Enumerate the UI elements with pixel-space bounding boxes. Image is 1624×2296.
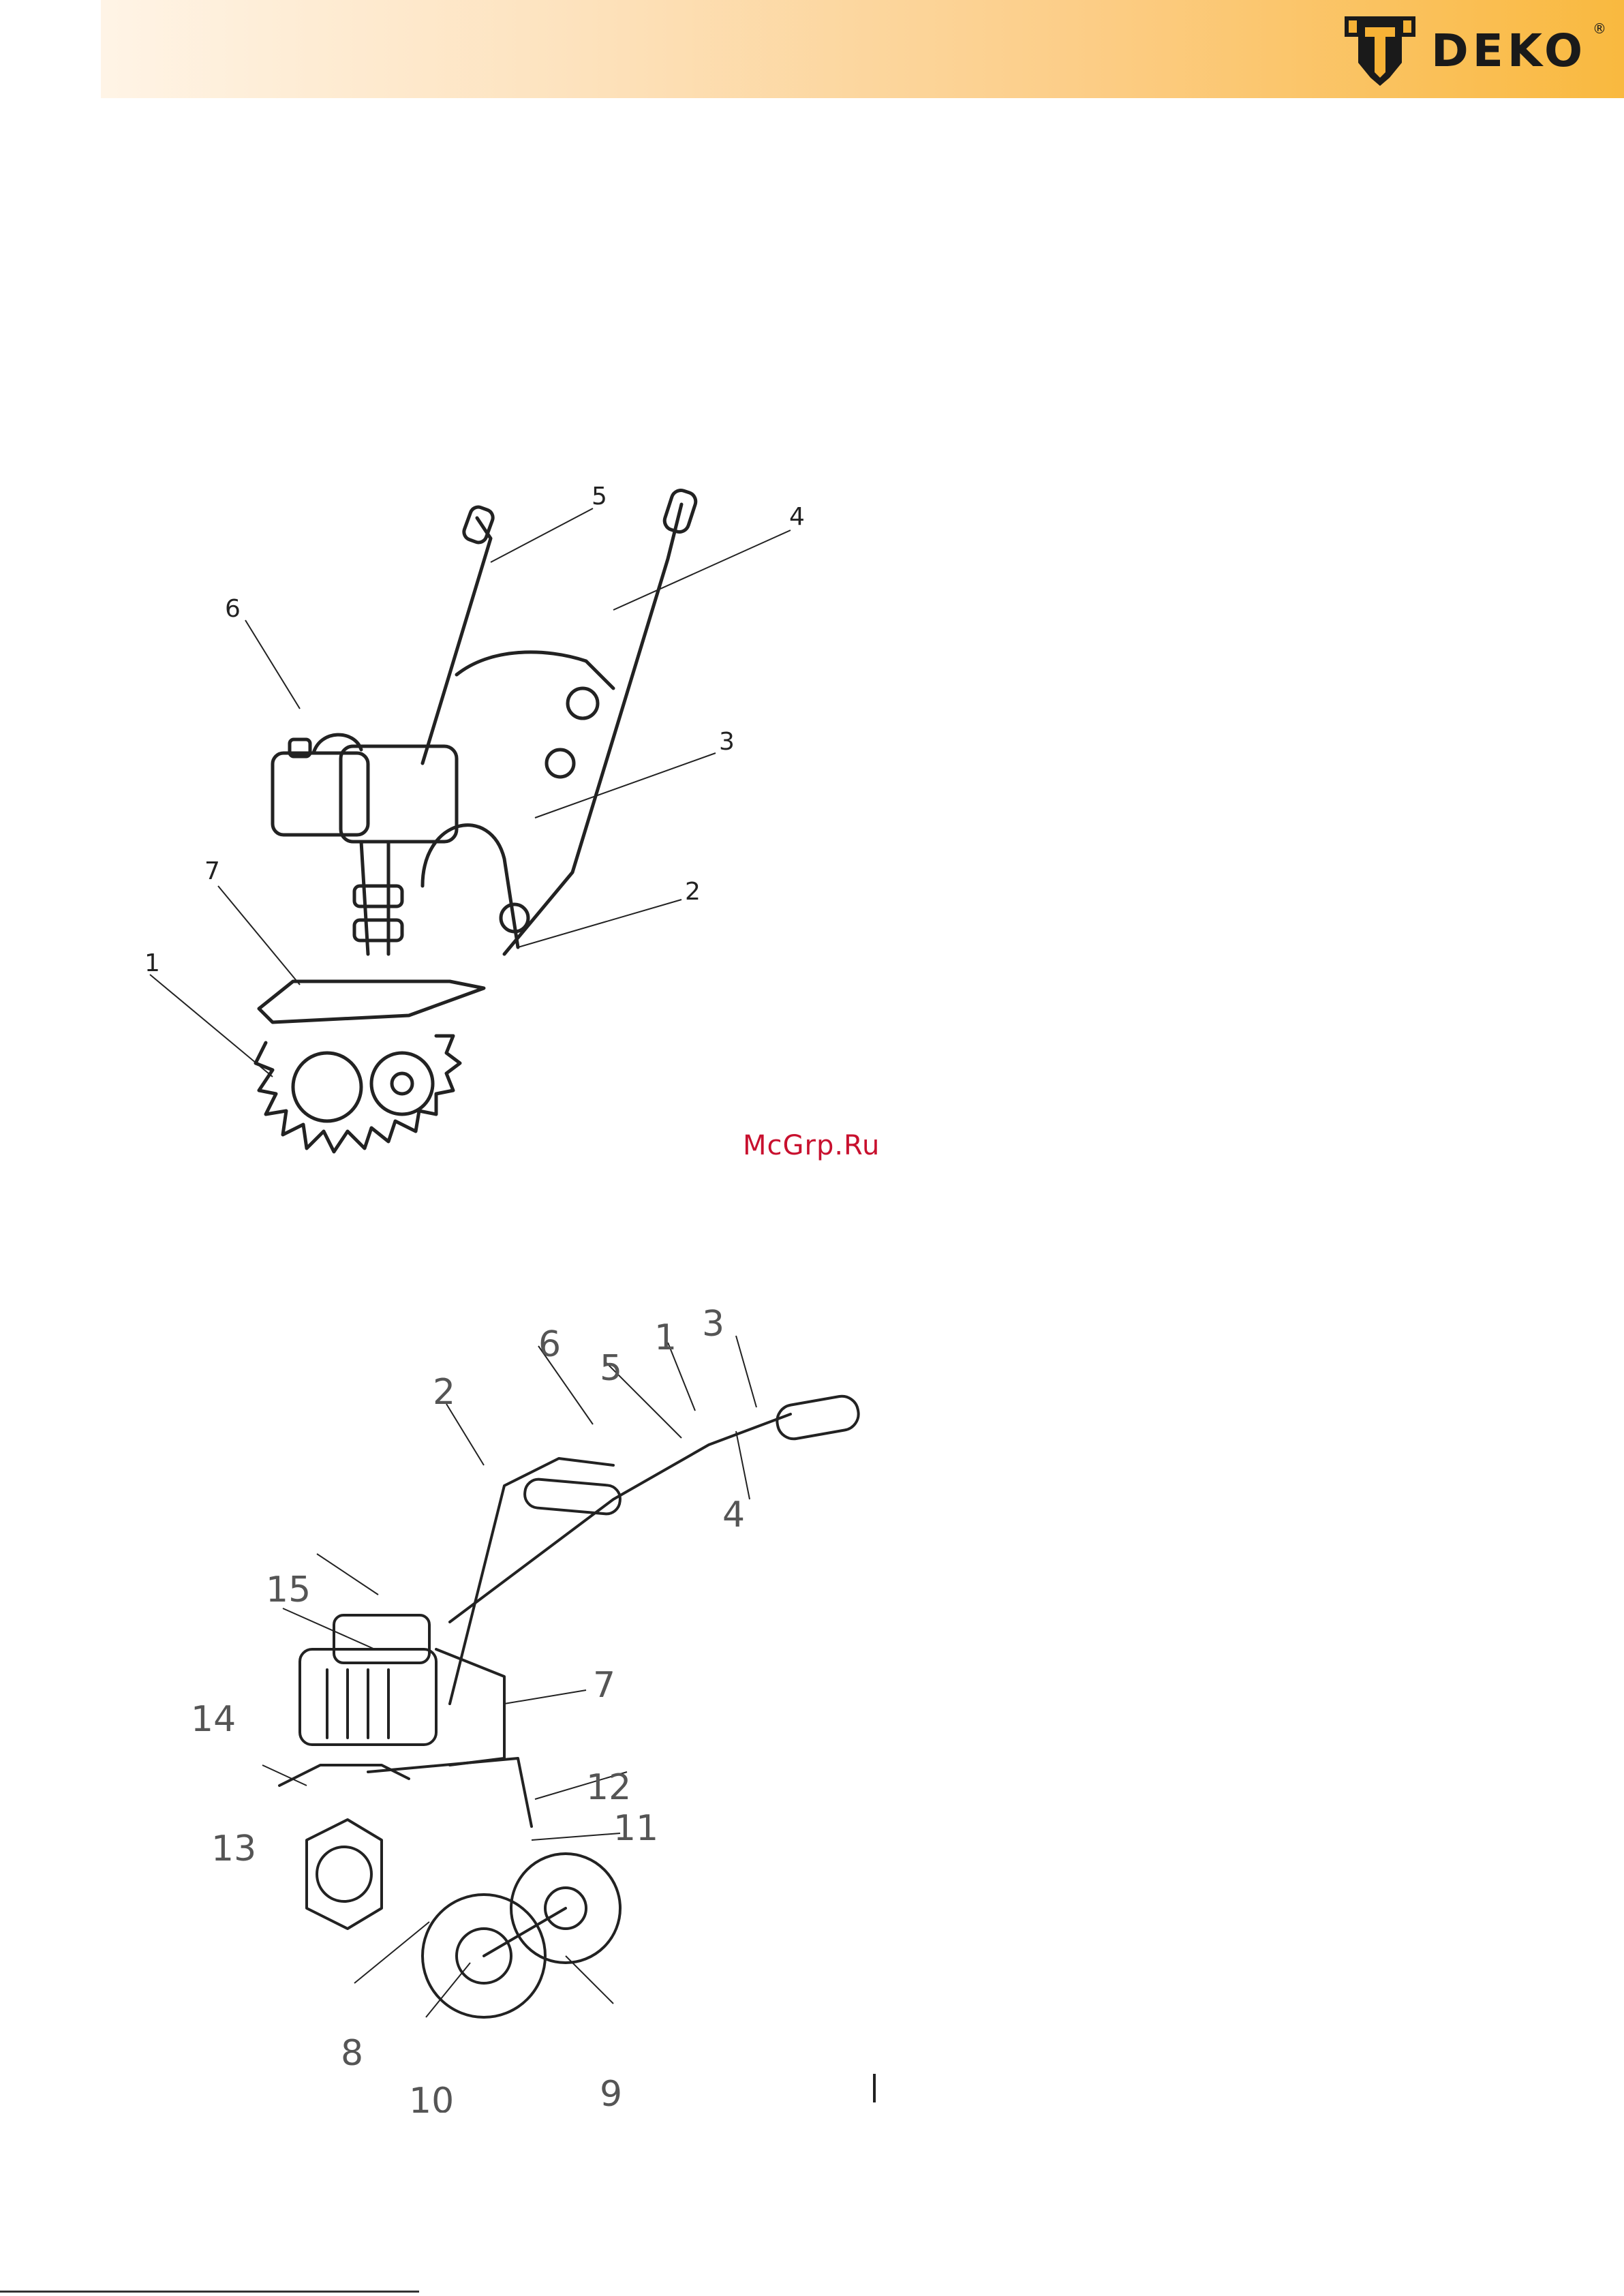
watermark: McGrp.Ru xyxy=(743,1130,880,1161)
fig2-callout-14: 14 xyxy=(191,1699,236,1740)
figure-tiller-2: 3 1 4 6 5 2 15 7 14 12 11 13 8 10 9 xyxy=(177,1295,900,2113)
deko-emblem-icon xyxy=(1339,10,1421,90)
tiller-1-drawing: 5 4 6 3 2 7 1 xyxy=(136,477,886,1213)
fig2-callout-8: 8 xyxy=(341,2033,363,2074)
callout-7: 7 xyxy=(204,857,220,885)
callout-2: 2 xyxy=(685,878,701,906)
fig2-callout-9: 9 xyxy=(600,2074,622,2113)
fig2-callout-1: 1 xyxy=(654,1317,677,1358)
footnote-rule xyxy=(0,2291,419,2293)
callout-1: 1 xyxy=(144,949,160,977)
fig2-callout-11: 11 xyxy=(613,1808,658,1849)
brand-logo[interactable]: DEKO ® xyxy=(1339,10,1605,90)
fig2-callout-15: 15 xyxy=(266,1570,311,1610)
margin-mark xyxy=(873,2074,876,2102)
brand-name: DEKO xyxy=(1431,25,1587,77)
fig2-callout-3: 3 xyxy=(702,1304,724,1345)
fig2-callout-12: 12 xyxy=(586,1767,631,1808)
fig2-callout-13: 13 xyxy=(211,1828,256,1869)
fig2-callout-5: 5 xyxy=(600,1348,622,1389)
registered-mark: ® xyxy=(1593,20,1606,37)
fig2-callout-6: 6 xyxy=(538,1324,561,1365)
tiller-2-drawing: 3 1 4 6 5 2 15 7 14 12 11 13 8 10 9 xyxy=(177,1295,900,2113)
callout-6: 6 xyxy=(225,595,241,623)
fig2-callout-2: 2 xyxy=(433,1372,455,1413)
callout-5: 5 xyxy=(592,483,607,510)
callout-3: 3 xyxy=(719,728,735,756)
fig2-callout-4: 4 xyxy=(722,1495,745,1535)
figure-tiller-1: 5 4 6 3 2 7 1 xyxy=(136,477,886,1213)
fig2-callout-10: 10 xyxy=(409,2081,454,2113)
fig2-callout-7: 7 xyxy=(593,1665,615,1706)
callout-4: 4 xyxy=(789,503,805,531)
